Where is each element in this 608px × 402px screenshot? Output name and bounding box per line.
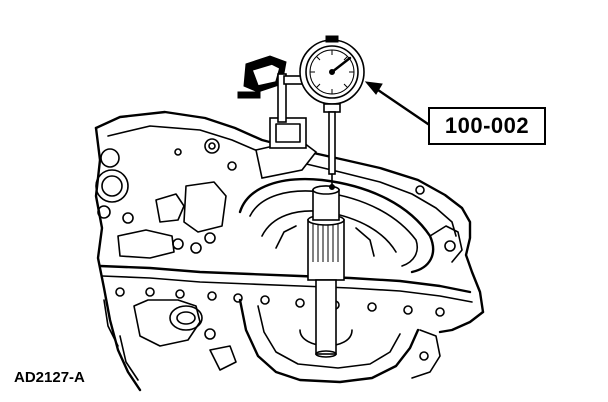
tool-number-callout: 100-002	[428, 107, 546, 145]
dial-ticks	[310, 50, 354, 94]
tool-number-label: 100-002	[444, 113, 530, 138]
transmission-case	[94, 110, 485, 392]
figure-code: AD2127-A	[14, 369, 85, 386]
dial-indicator-tool	[237, 35, 365, 190]
callout-arrow	[364, 81, 430, 126]
input-shaft	[307, 185, 345, 358]
